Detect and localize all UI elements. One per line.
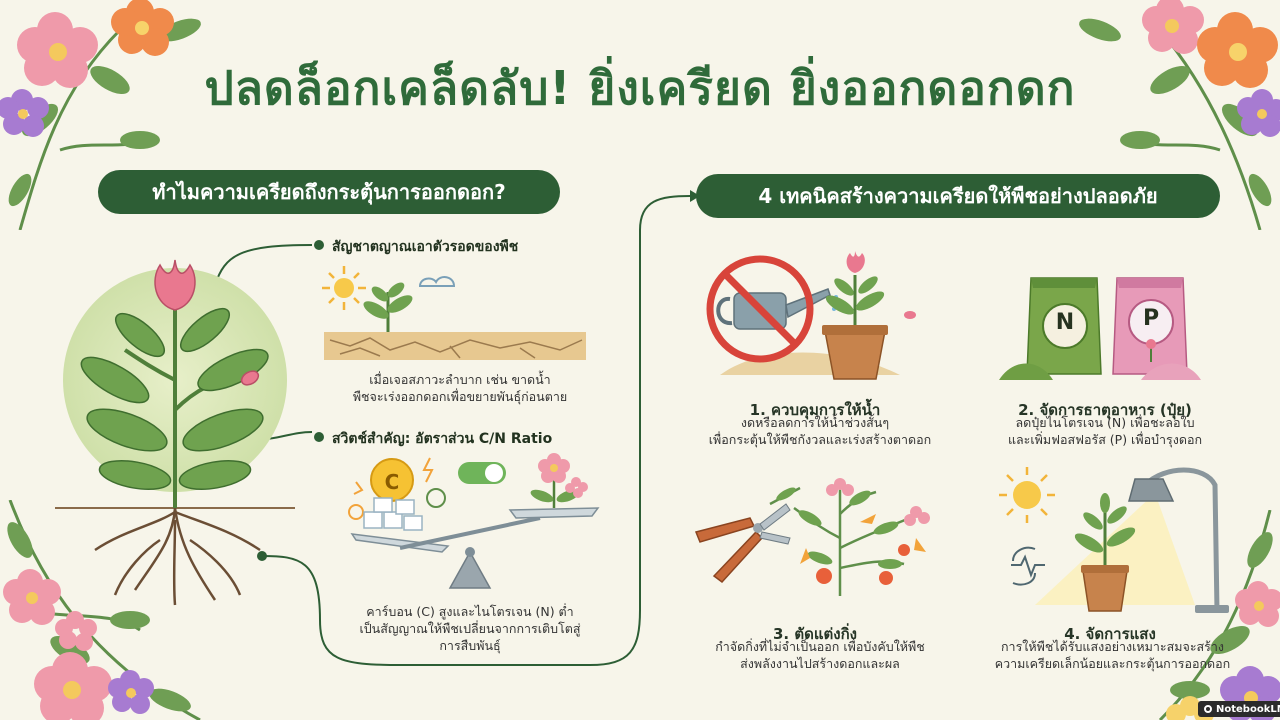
technique-4-title: 4. จัดการแสง bbox=[1064, 625, 1156, 643]
technique-2-title: 2. จัดการธาตุอาหาร (ปุ๋ย) bbox=[1018, 401, 1192, 419]
technique-3-desc-line2: ส่งพลังงานไปสร้างดอกและผล bbox=[740, 656, 900, 671]
page-title: ปลดล็อกเคล็ดลับ! ยิ่งเครียด ยิ่งออกดอกดก bbox=[204, 61, 1076, 115]
point2-caption-line3: การสืบพันธุ์ bbox=[439, 638, 501, 653]
point2-caption-line1: คาร์บอน (C) สูงและไนโตรเจน (N) ต่ำ bbox=[366, 604, 574, 619]
flower-decoration-top-right bbox=[1079, 0, 1280, 230]
cn-ratio-balance-illustration bbox=[348, 453, 600, 589]
technique-3-title: 3. ตัดแต่งกิ่ง bbox=[773, 625, 857, 643]
technique-2-desc-line2: และเพิ่มฟอสฟอรัส (P) เพื่อบำรุงดอก bbox=[1007, 432, 1203, 447]
point1-bullet bbox=[314, 240, 324, 250]
nitrogen-bag-label: N bbox=[1055, 310, 1075, 335]
technique-1-title: 1. ควบคุมการให้น้ำ bbox=[749, 401, 881, 419]
right-section-heading: 4 เทคนิคสร้างความเครียดให้พืชอย่างปลอดภั… bbox=[696, 174, 1220, 218]
notebooklm-logo-icon bbox=[1204, 705, 1212, 713]
flower-decoration-top-left bbox=[0, 0, 201, 230]
point2-bullet bbox=[314, 432, 324, 442]
plant-with-roots-illustration bbox=[55, 259, 295, 606]
watermark-text: NotebookLM bbox=[1216, 703, 1280, 715]
technique-4-desc-line2: ความเครียดเล็กน้อยและกระตุ้นการออกดอก bbox=[994, 656, 1231, 671]
fertilizer-bags-illustration bbox=[999, 277, 1201, 380]
technique-2-desc-line1: ลดปุ๋ยไนโตรเจน (N) เพื่อชะลอใบ bbox=[1015, 415, 1195, 430]
technique-1-desc-line2: เพื่อกระตุ้นให้พืชกังวลและเร่งสร้างตาดอก bbox=[708, 432, 932, 447]
left-section-heading: ทำไมความเครียดถึงกระตุ้นการออกดอก? bbox=[98, 170, 560, 214]
carbon-symbol: C bbox=[384, 470, 400, 494]
point2-caption-line2: เป็นสัญญาณให้พืชเปลี่ยนจากการเติบโตสู่ bbox=[359, 621, 581, 636]
point1-label: สัญชาตญาณเอาตัวรอดของพืช bbox=[332, 239, 519, 255]
technique-1-desc-line1: งดหรือลดการให้น้ำช่วงสั้นๆ bbox=[740, 415, 890, 430]
point2-label: สวิตช์สำคัญ: อัตราส่วน C/N Ratio bbox=[332, 431, 553, 447]
technique-4-desc-line1: การให้พืชได้รับแสงอย่างเหมาะสมจะสร้าง bbox=[1000, 639, 1225, 654]
notebooklm-watermark: NotebookLM bbox=[1198, 701, 1280, 717]
dry-soil-seedling-illustration bbox=[322, 266, 586, 360]
pruning-illustration bbox=[694, 478, 930, 596]
technique-3-desc-line1: กำจัดกิ่งที่ไม่จำเป็นออก เพื่อบังคับให้พ… bbox=[715, 639, 925, 654]
light-management-illustration bbox=[999, 467, 1229, 613]
no-watering-illustration bbox=[706, 251, 916, 380]
flower-decoration-bottom-left bbox=[3, 500, 201, 720]
point1-caption-line2: พืชจะเร่งออกดอกเพื่อขยายพันธุ์ก่อนตาย bbox=[352, 389, 568, 404]
point1-caption-line1: เมื่อเจอสภาวะลำบาก เช่น ขาดน้ำ bbox=[369, 372, 551, 387]
phosphorus-bag-label: P bbox=[1142, 306, 1160, 331]
